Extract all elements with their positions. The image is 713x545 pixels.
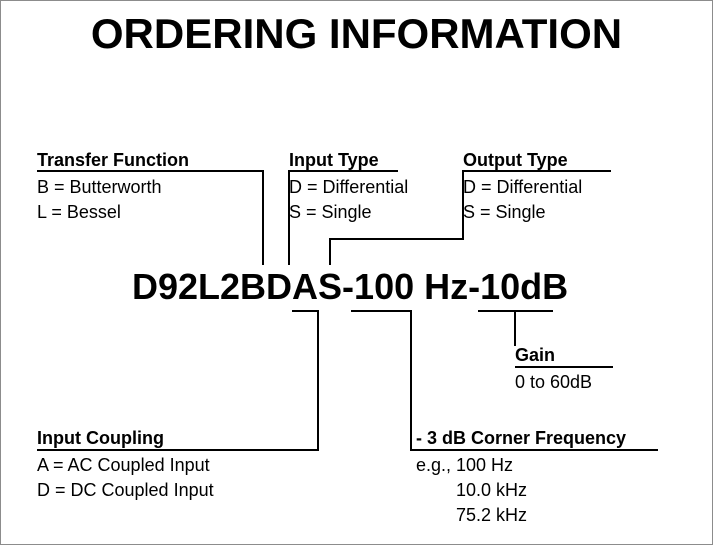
callout-input-coupling: Input Coupling A = AC Coupled Input D = … xyxy=(37,428,214,503)
output-type-option: S = Single xyxy=(463,202,546,222)
input-coupling-option: A = AC Coupled Input xyxy=(37,455,210,475)
transfer-function-option: B = Butterworth xyxy=(37,177,162,197)
callout-output-type: Output Type D = Differential S = Single xyxy=(463,150,582,225)
corner-frequency-heading: - 3 dB Corner Frequency xyxy=(416,428,627,448)
gain-heading: Gain xyxy=(515,345,556,365)
corner-frequency-example: e.g., 100 Hz xyxy=(416,455,514,475)
corner-frequency-connector xyxy=(351,310,658,451)
transfer-function-heading: Transfer Function xyxy=(37,150,190,170)
input-coupling-heading: Input Coupling xyxy=(37,428,164,448)
output-type-option: D = Differential xyxy=(463,177,583,197)
gain-range: 0 to 60dB xyxy=(515,372,593,392)
callout-transfer-function: Transfer Function B = Butterworth L = Be… xyxy=(37,150,189,225)
input-type-option: S = Single xyxy=(289,202,372,222)
callout-gain: Gain 0 to 60dB xyxy=(515,345,592,395)
output-type-connector xyxy=(329,170,611,265)
callout-corner-frequency: - 3 dB Corner Frequency e.g., 100 Hz 10.… xyxy=(416,428,626,528)
corner-frequency-example: 10.0 kHz xyxy=(456,480,528,500)
transfer-function-option: L = Bessel xyxy=(37,202,121,222)
callout-input-type: Input Type D = Differential S = Single xyxy=(289,150,408,225)
page-title: ORDERING INFORMATION xyxy=(90,10,623,57)
input-type-option: D = Differential xyxy=(289,177,409,197)
output-type-heading: Output Type xyxy=(463,150,568,170)
input-type-heading: Input Type xyxy=(289,150,379,170)
input-coupling-connector xyxy=(37,310,319,451)
input-coupling-option: D = DC Coupled Input xyxy=(37,480,214,500)
transfer-function-connector xyxy=(37,170,264,265)
part-number: D92L2BDAS-100 Hz-10dB xyxy=(132,266,569,307)
corner-frequency-example: 75.2 kHz xyxy=(456,505,528,525)
input-type-connector xyxy=(288,170,398,265)
